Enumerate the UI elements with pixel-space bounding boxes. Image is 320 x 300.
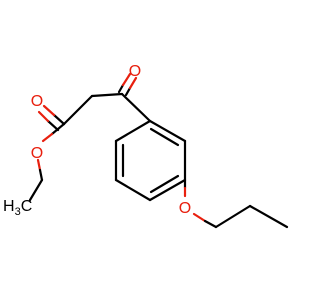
- ester-double-bond: [37, 104, 66, 132]
- bond-o-ch2-propyl: [203, 219, 218, 229]
- ether-oxygen-label: O: [179, 200, 191, 217]
- structure-diagram: O O O O H3C: [3, 63, 289, 229]
- ketone-oxygen-label: O: [129, 63, 141, 80]
- bond-propyl-3: [248, 204, 289, 229]
- ester-oxygen-label: O: [31, 145, 43, 162]
- methyl-c: C: [21, 198, 33, 215]
- benzene-ring: [114, 119, 187, 202]
- bond-o-ch2-red: [36, 158, 42, 172]
- methyl-subscript: 3: [15, 206, 21, 218]
- methyl-h: H: [3, 198, 15, 215]
- bond-propyl-2: [214, 204, 252, 229]
- ketone-double-bond: [117, 72, 138, 97]
- bond-ketone-ch2: [90, 92, 124, 98]
- bond-ester-c-o: [50, 122, 66, 136]
- bond-o-ch2: [38, 168, 44, 182]
- ester-carbonyl-oxygen-label: O: [31, 93, 43, 110]
- bond-ch2-ch3: [28, 178, 44, 202]
- methyl-label: H3C: [3, 198, 32, 218]
- bond-o-ch2-propyl-red: [192, 212, 207, 223]
- bond-ketone-ring: [120, 92, 152, 123]
- bond-ester-c-o-red: [41, 132, 54, 143]
- bond-ch2-ch2: [62, 94, 94, 126]
